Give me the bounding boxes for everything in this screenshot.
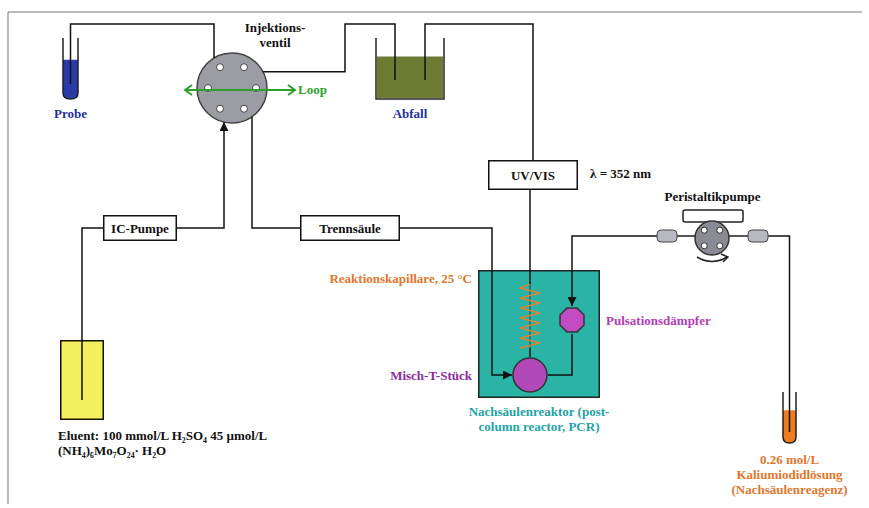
shape-part xyxy=(717,243,723,249)
node-label: Peristaltikpumpe xyxy=(664,189,760,204)
shape-part xyxy=(683,210,743,222)
flow-line xyxy=(400,228,512,375)
waste-dip-line xyxy=(394,38,396,80)
frame-line xyxy=(8,12,862,13)
loop-arrow xyxy=(185,85,192,95)
node-label: Reaktionskapillare, 25 °C xyxy=(329,271,472,286)
flow-line xyxy=(425,24,533,160)
node-label: Abfall xyxy=(393,106,428,121)
flow-line xyxy=(529,190,531,284)
shape-part xyxy=(241,64,248,71)
node-label: IC-Pumpe xyxy=(111,221,169,236)
shape-part xyxy=(783,392,796,443)
box-node: IC-Pumpe xyxy=(103,215,177,241)
reagent-dip-line xyxy=(789,392,791,432)
shape-part xyxy=(63,38,78,99)
shape-part xyxy=(513,358,547,392)
flow-line xyxy=(71,24,215,58)
node-label: Probe xyxy=(54,106,87,121)
shape-part xyxy=(721,254,728,262)
flow-line xyxy=(252,117,300,228)
waste-dip-line xyxy=(424,38,426,80)
shape-part xyxy=(217,105,224,112)
shape-part xyxy=(701,227,707,233)
box-node: Trennsäule xyxy=(300,215,400,241)
flow-line xyxy=(263,24,395,72)
node-label: Injektions- ventil xyxy=(230,20,320,50)
shape-part xyxy=(479,271,600,398)
flow-line xyxy=(82,228,103,340)
beaker-node: Abfall xyxy=(375,38,445,100)
mix-node: Misch-T-Stück xyxy=(512,357,548,393)
shape-part xyxy=(489,161,578,190)
valve-shape xyxy=(196,52,268,124)
probe-dip-line xyxy=(70,38,72,84)
frame-line xyxy=(8,12,9,504)
node-label: Nachsäulenreaktor (post-column reactor, … xyxy=(449,404,629,434)
octagon-node: Pulsationsdämpfer xyxy=(558,306,586,334)
node-label: Pulsationsdämpfer xyxy=(606,313,711,328)
shape-part xyxy=(61,341,104,420)
flow-line xyxy=(529,348,531,357)
shape-part xyxy=(697,257,727,262)
shape-part xyxy=(560,308,584,332)
node-label: Eluent: 100 mmol/L H₂SO₄ 45 µmol/L (NH₄)… xyxy=(58,428,303,458)
loop-line xyxy=(186,89,294,91)
node-label: 0.26 mol/L Kaliumiodidlösung (Nachsäulen… xyxy=(720,452,860,497)
shape-part xyxy=(376,38,444,99)
shape-part xyxy=(657,230,677,242)
pump-shape xyxy=(655,208,770,264)
shape-part xyxy=(701,243,707,249)
reactor-node: Reaktionskapillare, 25 °C Pulsationsdämpf… xyxy=(478,270,600,398)
shape-part xyxy=(695,221,729,255)
eluent-dip-line xyxy=(81,340,83,400)
shape-part xyxy=(197,53,267,123)
shape-part xyxy=(748,230,768,242)
valve-node: Injektions- ventil xyxy=(196,52,268,124)
coil-shape xyxy=(518,284,542,348)
coil-node: Reaktionskapillare, 25 °C xyxy=(518,284,542,348)
loop-arrow xyxy=(288,85,295,95)
mix-shape xyxy=(512,357,548,393)
shape-part xyxy=(520,284,540,348)
node-label: Misch-T-Stück xyxy=(390,368,472,383)
box-node: UV/VIS xyxy=(488,160,578,190)
flow-line xyxy=(177,122,224,228)
beaker-shape xyxy=(375,38,445,100)
pump-node: Peristaltikpumpe xyxy=(655,208,770,264)
flow-line xyxy=(572,236,655,306)
loop-label: Loop xyxy=(298,82,327,97)
shape-part xyxy=(377,57,443,98)
flow-line xyxy=(770,236,790,392)
shape-part xyxy=(301,216,400,241)
node-label: UV/VIS xyxy=(511,168,555,183)
wavelength-label: λ = 352 nm xyxy=(590,166,651,181)
shape-part xyxy=(241,105,248,112)
shape-part xyxy=(717,227,723,233)
shape-part xyxy=(104,216,177,241)
flow-line xyxy=(548,334,572,375)
node-label: Trennsäule xyxy=(319,221,381,236)
shape-part xyxy=(217,64,224,71)
octagon-shape xyxy=(558,306,586,334)
